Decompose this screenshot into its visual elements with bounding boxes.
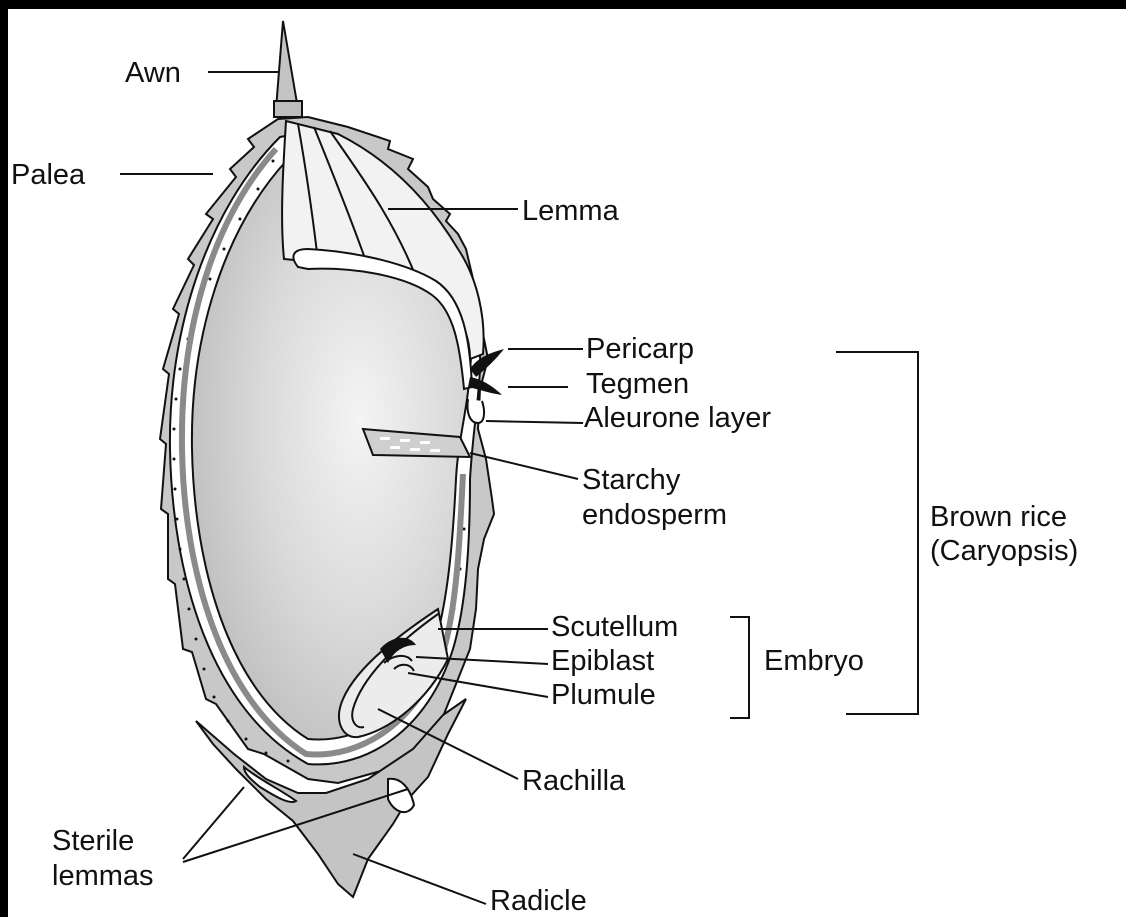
label-plumule: Plumule: [551, 679, 656, 711]
label-rachilla: Rachilla: [522, 765, 625, 797]
embryo-bracket: [730, 617, 749, 718]
label-sterile: Sterile: [52, 825, 134, 858]
label-radicle: Radicle: [490, 885, 587, 917]
label-endosperm: endosperm: [582, 499, 727, 532]
label-lemmas: lemmas: [52, 860, 154, 893]
label-brown-rice: Brown rice: [930, 501, 1067, 533]
label-awn: Awn: [125, 57, 181, 89]
label-starchy: Starchy: [582, 464, 680, 497]
label-embryo: Embryo: [764, 645, 864, 677]
label-lemma: Lemma: [522, 195, 619, 227]
label-tegmen: Tegmen: [586, 368, 689, 400]
label-aleurone-layer: Aleurone layer: [584, 402, 771, 434]
awn-shape: [276, 21, 298, 109]
label-palea: Palea: [11, 159, 85, 191]
label-pericarp: Pericarp: [586, 333, 694, 365]
label-epiblast: Epiblast: [551, 645, 654, 677]
label-scutellum: Scutellum: [551, 611, 678, 643]
awn-base: [274, 101, 302, 117]
diagram-frame: Awn Palea Lemma Pericarp Tegmen Aleurone…: [8, 9, 1126, 917]
label-caryopsis: (Caryopsis): [930, 535, 1078, 567]
aleurone-loop: [467, 399, 484, 423]
